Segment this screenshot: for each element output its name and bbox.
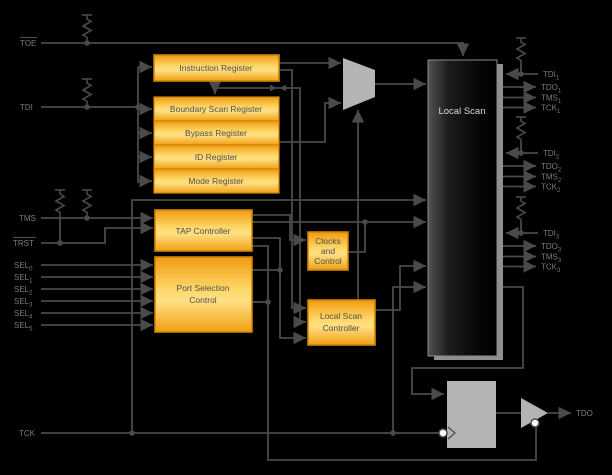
port-group-2: TDI2 TDO2 TMS2 TCK2 bbox=[503, 116, 562, 195]
signal-label-tms: TMS bbox=[19, 214, 36, 223]
pullup-resistor-icon bbox=[515, 37, 527, 65]
instruction-register-block bbox=[153, 54, 280, 82]
pullup-resistor-icon bbox=[81, 78, 93, 106]
signal-label-sel3: SEL3 bbox=[14, 297, 33, 309]
port-selection-control-block bbox=[154, 256, 253, 333]
wire-toe bbox=[41, 42, 470, 56]
bypass-register-label: Bypass Register bbox=[185, 128, 247, 138]
junction-dot bbox=[265, 299, 271, 305]
port-label-tdo3: TDO3 bbox=[541, 242, 562, 254]
junction-dot bbox=[212, 85, 218, 91]
pullup-resistor-icon bbox=[515, 196, 527, 224]
signal-label-sel0: SEL0 bbox=[14, 261, 33, 273]
junction-dot bbox=[84, 40, 90, 46]
flip-flop-block bbox=[447, 381, 496, 448]
port-selection-control-label-2: Control bbox=[189, 295, 217, 305]
junction-dot bbox=[57, 240, 63, 246]
pullup-resistor-icon bbox=[54, 189, 66, 217]
wire-trst bbox=[41, 221, 153, 244]
signal-label-trst: TRST bbox=[13, 239, 34, 248]
clocks-and-control-label-1: Clocks bbox=[315, 236, 341, 246]
local-scan-label: Local Scan bbox=[438, 106, 485, 117]
local-scan-controller-label-2: Controller bbox=[323, 323, 360, 333]
bidir-arrow-left-icon bbox=[279, 84, 286, 92]
signal-label-sel4: SEL4 bbox=[14, 309, 33, 321]
port-group-1: TDI1 TDO1 TMS1 TCK1 bbox=[503, 37, 562, 116]
id-register-label: ID Register bbox=[195, 152, 238, 162]
signal-label-tck: TCK bbox=[19, 429, 36, 438]
pullup-resistor-icon bbox=[81, 189, 93, 217]
mode-register-block bbox=[153, 168, 280, 194]
port-group-3: TDI3 TDO3 TMS3 TCK3 bbox=[503, 196, 562, 275]
tap-controller-label: TAP Controller bbox=[176, 226, 231, 236]
port-label-tdo1: TDO1 bbox=[541, 83, 562, 95]
wire-lsc-localscan bbox=[375, 259, 426, 311]
junction-dot bbox=[277, 267, 283, 273]
port-label-tms2: TMS2 bbox=[541, 173, 562, 185]
junction-dot bbox=[362, 219, 368, 225]
signal-label-sel5: SEL5 bbox=[14, 321, 33, 333]
port-label-tdi3: TDI3 bbox=[543, 229, 560, 241]
mode-register-label: Mode Register bbox=[188, 176, 243, 186]
wire-tap-clocks bbox=[252, 214, 306, 247]
wire-localscan-ff bbox=[411, 286, 524, 401]
wire-stack-lsc bbox=[215, 87, 306, 329]
junction-dot bbox=[390, 430, 396, 436]
wire-tap-lsc bbox=[252, 237, 306, 345]
local-scan-controller-block bbox=[307, 299, 376, 346]
signal-label-tdo-out: TDO bbox=[576, 409, 593, 418]
signal-label-sel1: SEL1 bbox=[14, 273, 33, 285]
boundary-scan-register-block bbox=[153, 96, 280, 122]
signal-label-tdi: TDI bbox=[20, 103, 33, 112]
wire-ir-lsc bbox=[279, 69, 306, 315]
clock-inversion-bubble-icon bbox=[438, 428, 448, 438]
junction-dot bbox=[135, 104, 141, 110]
clocks-and-control-label-3: Control bbox=[314, 256, 342, 266]
junction-dot bbox=[84, 104, 90, 110]
clock-edge-chevron-icon bbox=[447, 426, 456, 440]
junction-dot bbox=[518, 150, 524, 156]
junction-dot bbox=[129, 430, 135, 436]
boundary-scan-register-label: Boundary Scan Register bbox=[170, 104, 262, 114]
instruction-register-label: Instruction Register bbox=[179, 63, 252, 73]
wire-output-enable bbox=[252, 245, 537, 461]
wire-tck-localscan-a bbox=[131, 193, 426, 433]
port-label-tdi1: TDI1 bbox=[543, 70, 560, 82]
enable-inversion-bubble-icon bbox=[530, 418, 540, 428]
clocks-and-control-label-2: and bbox=[321, 246, 335, 256]
clocks-and-control-block bbox=[307, 231, 349, 271]
pullup-resistor-icon bbox=[81, 14, 93, 42]
wire-stack-mux bbox=[279, 96, 341, 143]
port-label-tms1: TMS1 bbox=[541, 94, 562, 106]
port-selection-control-label-1: Port Selection bbox=[177, 283, 230, 293]
port-label-tck3: TCK3 bbox=[541, 263, 561, 275]
output-buffer-icon bbox=[521, 398, 548, 428]
port-label-tdi2: TDI2 bbox=[543, 149, 560, 161]
wire-clocks-out bbox=[348, 222, 366, 253]
id-register-block bbox=[153, 144, 280, 170]
mux-icon bbox=[343, 58, 375, 110]
junction-dot bbox=[518, 230, 524, 236]
bidir-arrow-right-icon bbox=[270, 84, 277, 92]
port-label-tck2: TCK2 bbox=[541, 183, 561, 195]
local-scan-controller-label-1: Local Scan bbox=[320, 311, 362, 321]
signal-label-toe: TOE bbox=[20, 39, 36, 48]
local-scan-block bbox=[427, 59, 498, 357]
wire-tck-localscan-b bbox=[392, 280, 426, 433]
port-label-tdo2: TDO2 bbox=[541, 162, 562, 174]
signal-label-sel2: SEL2 bbox=[14, 285, 33, 297]
junction-dot bbox=[518, 71, 524, 77]
junction-dot bbox=[84, 215, 90, 221]
pullup-resistor-icon bbox=[515, 116, 527, 144]
port-label-tck1: TCK1 bbox=[541, 104, 561, 116]
tap-controller-block bbox=[154, 209, 253, 252]
port-label-tms3: TMS3 bbox=[541, 253, 562, 265]
